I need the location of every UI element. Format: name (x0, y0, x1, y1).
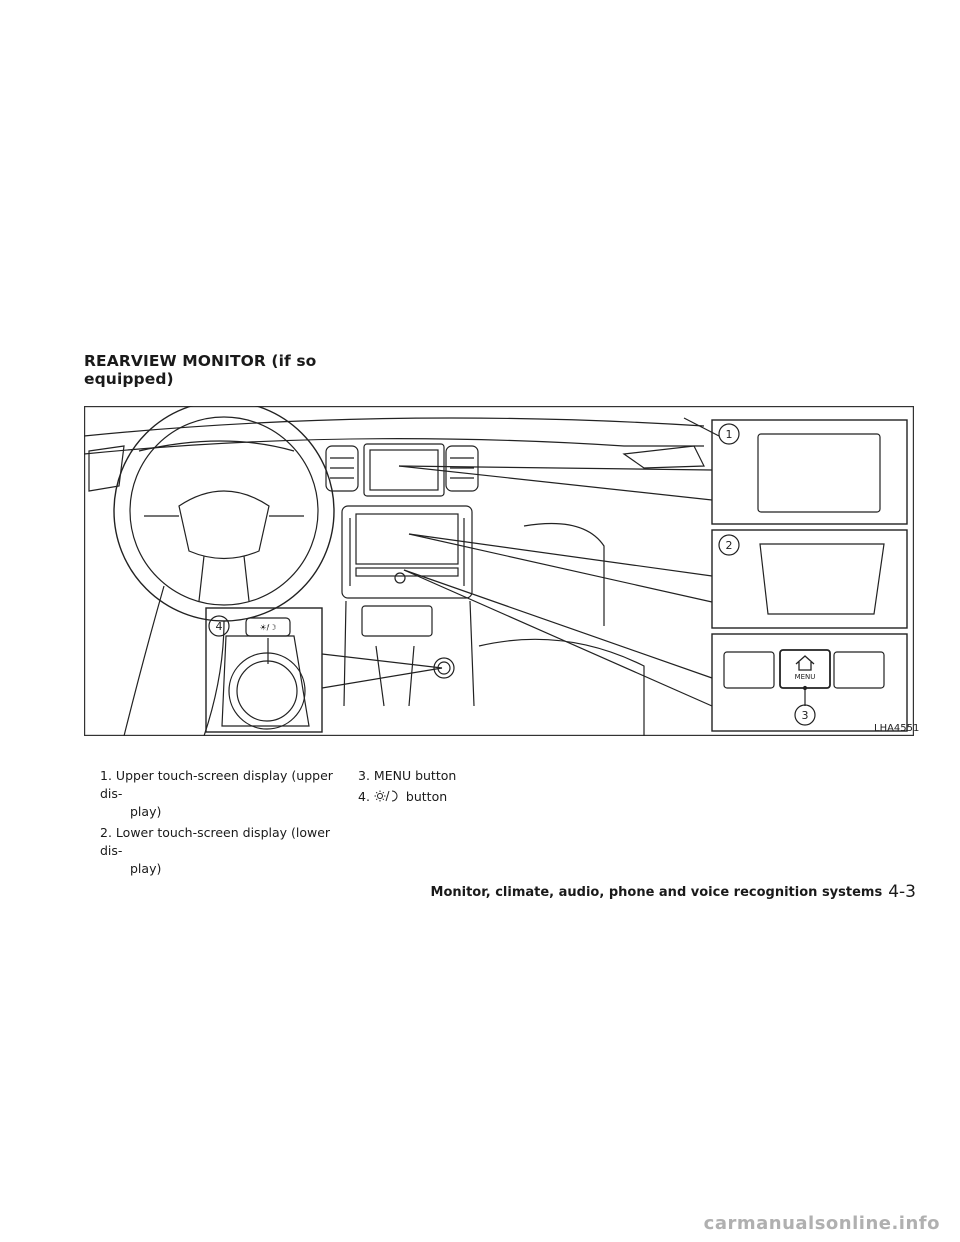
heading-line-1: REARVIEW MONITOR (if so (84, 352, 317, 370)
legend-item-2: 2. Lower touch-screen display (lower dis… (100, 825, 331, 876)
legend-item-4: 4. button (358, 788, 598, 808)
home-icon (795, 655, 815, 671)
legend-column-1: 1. Upper touch-screen display (upper dis… (100, 767, 340, 881)
svg-text:4: 4 (216, 620, 223, 633)
legend-item-1: 1. Upper touch-screen display (upper dis… (100, 768, 333, 819)
legend-item-3: 3. MENU button (358, 768, 457, 783)
callout-1: 1 (718, 423, 740, 445)
watermark: carmanualsonline.info (703, 1213, 940, 1234)
footer-section: Monitor, climate, audio, phone and voice… (430, 885, 883, 900)
figure-code: LHA4551 (874, 723, 920, 734)
svg-text:3: 3 (802, 709, 809, 722)
day-night-icon (374, 789, 402, 808)
page-number: 4-3 (888, 882, 916, 902)
callout-2: 2 (718, 534, 740, 556)
callout-box-lower-display (711, 529, 908, 629)
callout-4: 4 (208, 615, 230, 637)
callout-3: 3 (794, 704, 816, 726)
heading-line-2: equipped) (84, 370, 174, 388)
svg-text:2: 2 (726, 539, 733, 552)
menu-label: MENU (795, 673, 816, 681)
page-footer: Monitor, climate, audio, phone and voice… (431, 882, 916, 902)
legend-column-2: 3. MENU button 4. button (358, 767, 598, 811)
dashboard-illustration: MENU ☀/☽ 1 2 (84, 406, 914, 736)
callout-box-menu-button: MENU (711, 633, 908, 732)
lower-display (341, 505, 473, 599)
section-heading: REARVIEW MONITOR (if so equipped) (84, 352, 316, 388)
day-night-icon: ☀/☽ (259, 623, 276, 632)
callout-box-day-night-button: ☀/☽ (205, 607, 323, 733)
svg-text:1: 1 (726, 428, 733, 441)
callout-box-upper-display (711, 419, 908, 525)
steering-wheel (113, 406, 335, 622)
